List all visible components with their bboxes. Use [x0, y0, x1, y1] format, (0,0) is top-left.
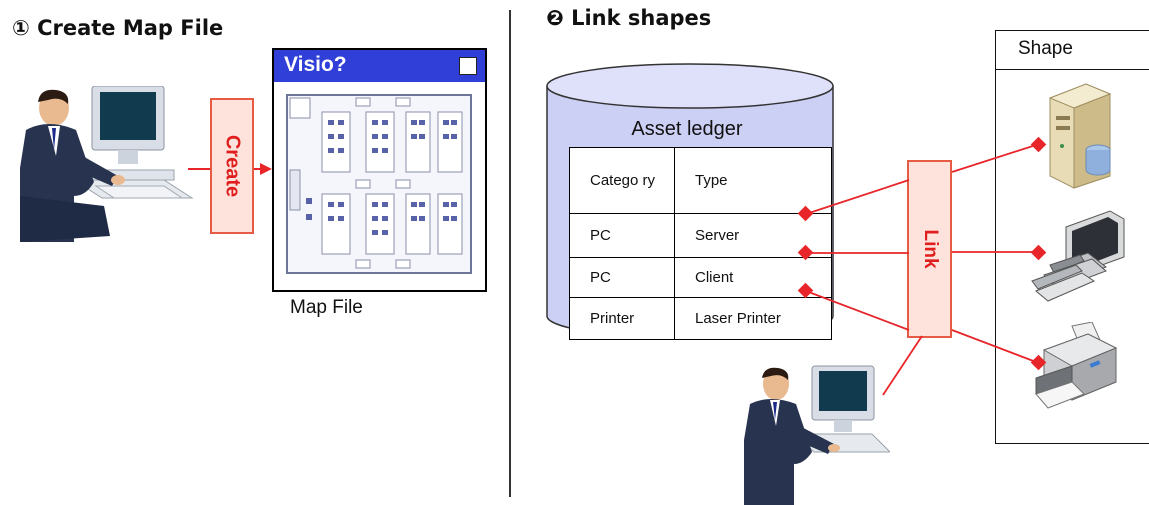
map-file-window: Visio? [272, 48, 487, 292]
table-cell: Printer [569, 297, 675, 340]
window-title: Visio? [284, 53, 347, 76]
map-file-caption: Map File [290, 297, 363, 318]
shape-panel-header: Shape [996, 31, 1149, 70]
section-divider [509, 10, 511, 497]
table-row: PC Server [569, 213, 832, 258]
shape-panel-title: Shape [1018, 38, 1073, 59]
table-header-cell: Catego ry [569, 147, 675, 214]
step1-heading: ① Create Map File [12, 16, 224, 40]
window-titlebar: Visio? [274, 50, 485, 82]
asset-table: Catego ry Type PC Server PC Client Print… [569, 147, 832, 340]
server-icon [1048, 83, 1112, 189]
table-row: Printer Laser Printer [569, 297, 832, 340]
table-header-row: Catego ry Type [569, 147, 832, 214]
client-pc-icon [1031, 210, 1125, 302]
floor-plan-icon [286, 94, 472, 274]
arrow-to-create [188, 163, 272, 175]
step2-heading: ❷ Link shapes [546, 6, 712, 30]
table-cell: Laser Printer [674, 297, 832, 340]
person-at-computer-icon [20, 86, 194, 242]
asset-ledger-title: Asset ledger [631, 118, 743, 140]
printer-icon [1035, 322, 1118, 409]
window-close-icon[interactable] [459, 57, 477, 75]
table-cell: Client [674, 257, 832, 298]
table-cell: PC [569, 257, 675, 298]
table-header-cell: Type [674, 147, 832, 214]
table-row: PC Client [569, 257, 832, 298]
create-box: Create [210, 98, 254, 234]
person-at-computer-icon-2 [744, 365, 890, 505]
link-box: Link [907, 160, 952, 338]
